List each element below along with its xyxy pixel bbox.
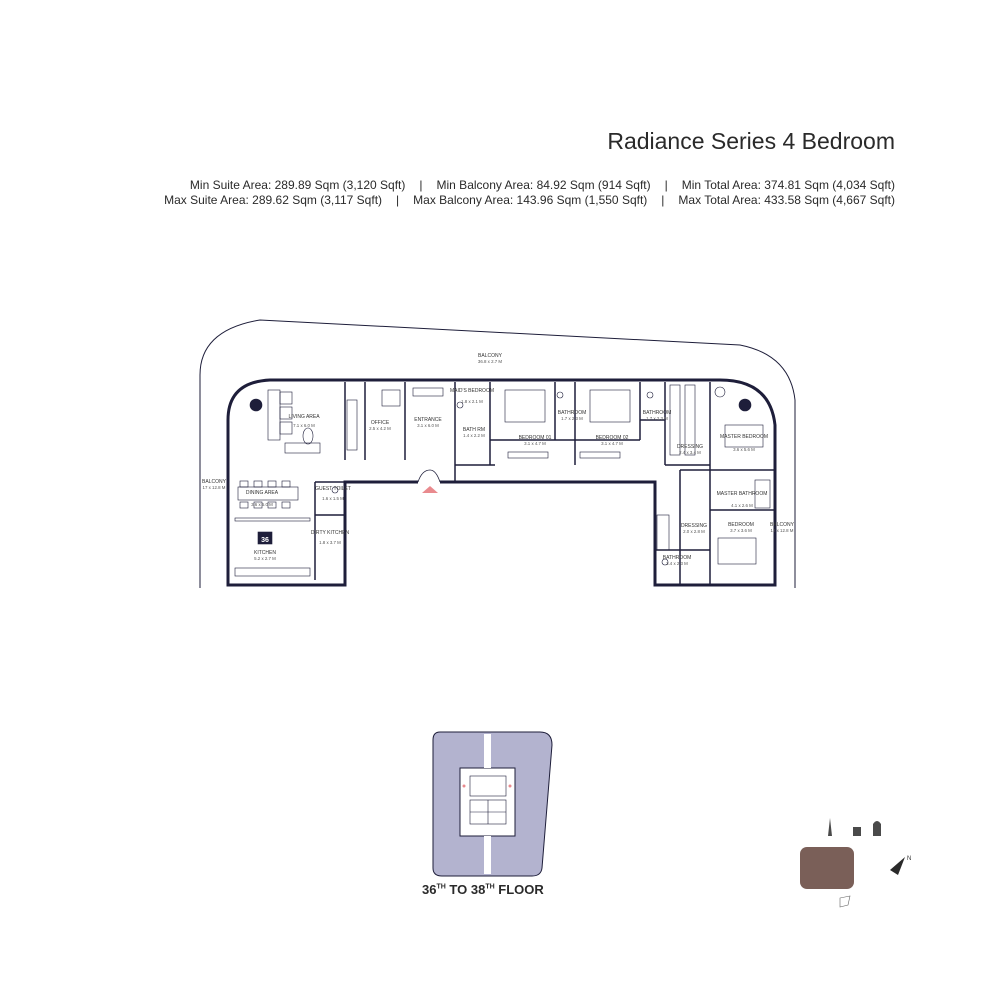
dressing-1-dim: 2.4 x 3.4 M <box>679 450 701 455</box>
unit-location-marker <box>800 847 854 889</box>
entry-marker-icon <box>422 486 438 493</box>
bedroom-01-label: BEDROOM 01 <box>519 435 552 441</box>
separator: | <box>396 193 400 207</box>
maids-bedroom-dim: 1.8 x 2.1 M <box>461 399 483 404</box>
plant-icon <box>738 398 752 412</box>
bath-rm-dim: 1.4 x 2.2 M <box>463 433 485 438</box>
unit-outer-wall <box>226 378 777 587</box>
bedroom-03-label: BEDROOM <box>728 522 754 528</box>
interior-walls <box>314 382 775 585</box>
min-total-area: Min Total Area: 374.81 Sqm (4,034 Sqft) <box>681 178 895 192</box>
master-bathroom-label: MASTER BATHROOM <box>717 491 768 497</box>
guest-toilet-label: GUEST TOILET <box>315 486 351 492</box>
bathroom-b-label: BATHROOM <box>643 410 672 416</box>
fridge-tag: 36 <box>261 537 269 544</box>
balcony-right-dim: 12 x 12.8 M <box>771 528 794 533</box>
min-suite-area: Min Suite Area: 289.89 Sqm (3,120 Sqft) <box>189 178 406 192</box>
balcony-right-label: BALCONY <box>770 522 795 528</box>
dressing-2-label: DRESSING <box>681 523 707 529</box>
min-areas-row: Min Suite Area: 289.89 Sqm (3,120 Sqft) |… <box>164 178 895 193</box>
tower-icon <box>828 818 832 836</box>
entrance-label: ENTRANCE <box>414 417 442 423</box>
key-plan-corridor <box>484 734 491 768</box>
key-plan-core <box>459 767 516 837</box>
guest-toilet-dim: 1.6 x 1.5 M <box>322 496 344 501</box>
office-dim: 2.5 x 4.2 M <box>369 426 391 431</box>
balcony-left-dim: 17 x 12.8 M <box>203 485 226 490</box>
bedroom-02-dim: 3.1 x 4.7 M <box>601 441 623 446</box>
compass-north-label: N <box>907 856 911 862</box>
bedroom-03-dim: 3.7 x 3.6 M <box>730 528 752 533</box>
max-suite-area: Max Suite Area: 289.62 Sqm (3,117 Sqft) <box>164 193 383 207</box>
floor-range-label: 36TH TO 38TH FLOOR <box>422 882 544 897</box>
island-icon <box>839 895 851 908</box>
balcony-left-label: BALCONY <box>202 479 227 485</box>
bathroom-a-dim: 1.7 x 2.3 M <box>561 416 583 421</box>
key-plan-corridor <box>484 836 491 874</box>
area-summary: Min Suite Area: 289.89 Sqm (3,120 Sqft)|… <box>164 178 895 208</box>
balcony-top-label: BALCONY <box>478 353 503 359</box>
dirty-kitchen-dim: 1.8 x 3.7 M <box>319 540 341 545</box>
bedroom-02-label: BEDROOM 02 <box>596 435 629 441</box>
plan-title: Radiance Series 4 Bedroom <box>607 128 895 154</box>
key-plan-marker-icon <box>462 784 466 788</box>
dining-area-dim: 3.6 x 5.0 M <box>251 502 273 507</box>
max-total-area: Max Total Area: 433.58 Sqm (4,667 Sqft) <box>678 193 895 207</box>
dressing-2-dim: 2.0 x 2.8 M <box>683 529 705 534</box>
key-plan <box>432 731 553 877</box>
balcony-top-dim: 36.8 x 2.7 M <box>478 359 503 364</box>
building-icon <box>853 827 861 836</box>
living-area-dim: 7.1 x 6.0 M <box>293 423 315 428</box>
kitchen-label: KITCHEN <box>254 550 276 556</box>
key-plan-unit-lines <box>469 775 507 825</box>
plant-icon <box>249 398 263 412</box>
max-areas-row: Max Suite Area: 289.62 Sqm (3,117 Sqft) |… <box>164 193 895 208</box>
separator: | <box>419 178 423 192</box>
master-bathroom-dim: 4.1 x 2.6 M <box>731 503 753 508</box>
bedroom-01-dim: 3.1 x 4.7 M <box>524 441 546 446</box>
entrance-dim: 3.1 x 6.0 M <box>417 423 439 428</box>
compass-arrow-icon <box>890 857 905 875</box>
separator: | <box>664 178 668 192</box>
bathroom-b-dim: 1.7 x 2.3 M <box>646 416 668 421</box>
bathroom-c-dim: 3.4 x 2.3 M <box>666 561 688 566</box>
maids-bedroom-label: MAID'S BEDROOM <box>450 388 494 394</box>
arch-icon <box>873 821 881 836</box>
dirty-kitchen-label: DIRTY KITCHEN <box>311 530 350 536</box>
bathroom-c-label: BATHROOM <box>663 555 692 561</box>
bathroom-a-label: BATHROOM <box>558 410 587 416</box>
separator: | <box>661 193 665 207</box>
min-balcony-area: Min Balcony Area: 84.92 Sqm (914 Sqft) <box>436 178 651 192</box>
master-bedroom-dim: 3.6 x 5.6 M <box>733 447 755 452</box>
furniture <box>234 384 771 577</box>
dining-area-label: DINING AREA <box>246 490 279 496</box>
max-balcony-area: Max Balcony Area: 143.96 Sqm (1,550 Sqft… <box>413 193 648 207</box>
master-bedroom-label: MASTER BEDROOM <box>720 434 768 440</box>
balcony-outline <box>199 319 796 588</box>
kitchen-dim: 5.2 x 2.7 M <box>254 556 276 561</box>
entry-door <box>417 469 441 493</box>
dressing-1-label: DRESSING <box>677 444 703 450</box>
landmark-icons <box>828 818 881 836</box>
site-orientation-map: N <box>800 818 911 908</box>
bath-rm-label: BATH RM <box>463 427 485 433</box>
office-label: OFFICE <box>371 420 390 426</box>
key-plan-marker-icon <box>508 784 512 788</box>
living-area-label: LIVING AREA <box>288 414 320 420</box>
room-labels: BALCONY 36.8 x 2.7 M BALCONY 17 x 12.8 M… <box>202 353 795 566</box>
